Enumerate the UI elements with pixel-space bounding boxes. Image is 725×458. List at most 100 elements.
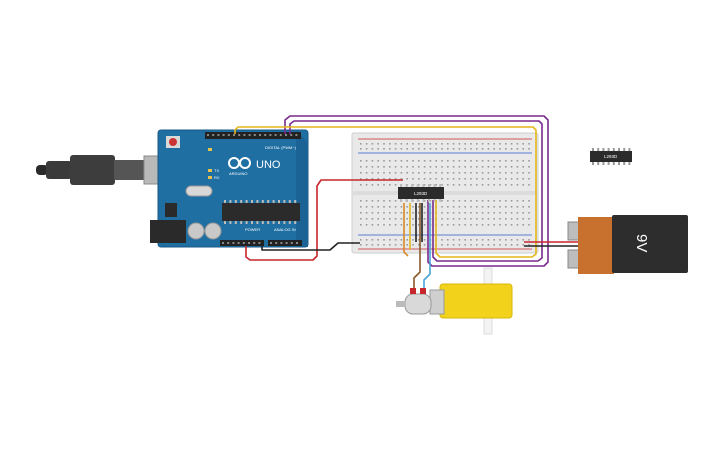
breadboard-hole[interactable]	[516, 200, 519, 202]
breadboard-hole[interactable]	[441, 172, 443, 174]
breadboard-hole[interactable]	[394, 206, 397, 208]
breadboard-hole[interactable]	[528, 178, 530, 180]
breadboard-hole[interactable]	[394, 212, 397, 214]
breadboard-hole[interactable]	[528, 244, 530, 246]
header-pin[interactable]	[232, 242, 235, 244]
breadboard-hole[interactable]	[493, 184, 495, 186]
breadboard-hole[interactable]	[400, 143, 403, 145]
header-pin[interactable]	[280, 242, 283, 244]
breadboard-hole[interactable]	[499, 166, 501, 168]
dc-gear-motor[interactable]	[396, 267, 513, 335]
breadboard-hole[interactable]	[458, 160, 461, 162]
breadboard-hole[interactable]	[505, 178, 507, 180]
breadboard-hole[interactable]	[505, 239, 507, 241]
breadboard-hole[interactable]	[360, 143, 362, 145]
breadboard-hole[interactable]	[493, 239, 495, 241]
breadboard-hole[interactable]	[383, 239, 385, 241]
breadboard-hole[interactable]	[377, 172, 379, 174]
breadboard-hole[interactable]	[528, 184, 530, 186]
breadboard-hole[interactable]	[383, 212, 385, 214]
breadboard-hole[interactable]	[452, 239, 455, 241]
breadboard-hole[interactable]	[481, 212, 484, 214]
header-pin[interactable]	[222, 242, 224, 244]
breadboard-hole[interactable]	[371, 244, 374, 246]
breadboard-hole[interactable]	[481, 172, 484, 174]
breadboard-hole[interactable]	[452, 224, 455, 226]
breadboard-hole[interactable]	[441, 184, 443, 186]
breadboard-hole[interactable]	[516, 143, 519, 145]
breadboard-hole[interactable]	[493, 148, 495, 150]
breadboard-hole[interactable]	[441, 239, 443, 241]
breadboard-hole[interactable]	[383, 224, 385, 226]
breadboard-hole[interactable]	[394, 166, 397, 168]
breadboard-hole[interactable]	[423, 178, 426, 180]
breadboard-hole[interactable]	[412, 224, 414, 226]
breadboard-hole[interactable]	[487, 143, 490, 145]
breadboard-hole[interactable]	[418, 160, 420, 162]
header-pin[interactable]	[295, 134, 298, 136]
breadboard-hole[interactable]	[505, 224, 507, 226]
breadboard-hole[interactable]	[487, 184, 490, 186]
breadboard-hole[interactable]	[441, 206, 443, 208]
breadboard-hole[interactable]	[400, 178, 403, 180]
breadboard-hole[interactable]	[458, 200, 461, 202]
breadboard-hole[interactable]	[493, 166, 495, 168]
header-pin[interactable]	[243, 134, 246, 136]
breadboard-hole[interactable]	[452, 166, 455, 168]
breadboard-hole[interactable]	[406, 166, 408, 168]
breadboard-hole[interactable]	[458, 184, 461, 186]
breadboard-hole[interactable]	[371, 148, 374, 150]
wire-black-gnd[interactable]	[261, 242, 360, 251]
breadboard-hole[interactable]	[464, 224, 466, 226]
breadboard-hole[interactable]	[423, 244, 426, 246]
breadboard-hole[interactable]	[528, 148, 530, 150]
breadboard-hole[interactable]	[389, 172, 391, 174]
breadboard-hole[interactable]	[435, 166, 437, 168]
breadboard-hole[interactable]	[476, 184, 478, 186]
breadboard-hole[interactable]	[487, 178, 490, 180]
breadboard-hole[interactable]	[481, 166, 484, 168]
breadboard-hole[interactable]	[510, 206, 513, 208]
breadboard-hole[interactable]	[441, 148, 443, 150]
breadboard-hole[interactable]	[371, 143, 374, 145]
breadboard-hole[interactable]	[499, 184, 501, 186]
breadboard-hole[interactable]	[487, 166, 490, 168]
breadboard-hole[interactable]	[412, 178, 414, 180]
breadboard-hole[interactable]	[371, 200, 374, 202]
breadboard-hole[interactable]	[505, 172, 507, 174]
breadboard-hole[interactable]	[365, 244, 368, 246]
header-pin[interactable]	[248, 134, 251, 136]
breadboard-hole[interactable]	[452, 200, 455, 202]
breadboard-hole[interactable]	[389, 166, 391, 168]
breadboard-hole[interactable]	[447, 143, 449, 145]
breadboard-hole[interactable]	[406, 160, 408, 162]
breadboard-hole[interactable]	[464, 148, 466, 150]
breadboard-hole[interactable]	[447, 244, 449, 246]
breadboard-hole[interactable]	[418, 206, 420, 208]
breadboard-hole[interactable]	[412, 143, 414, 145]
breadboard-hole[interactable]	[418, 212, 420, 214]
breadboard-hole[interactable]	[464, 160, 466, 162]
breadboard-hole[interactable]	[447, 178, 449, 180]
breadboard-hole[interactable]	[452, 184, 455, 186]
breadboard-hole[interactable]	[371, 212, 374, 214]
breadboard-hole[interactable]	[371, 166, 374, 168]
breadboard-hole[interactable]	[481, 178, 484, 180]
breadboard-hole[interactable]	[394, 244, 397, 246]
breadboard-hole[interactable]	[365, 200, 368, 202]
breadboard-hole[interactable]	[394, 184, 397, 186]
breadboard-hole[interactable]	[406, 212, 408, 214]
breadboard-hole[interactable]	[493, 244, 495, 246]
breadboard-hole[interactable]	[360, 224, 362, 226]
breadboard-hole[interactable]	[377, 218, 379, 220]
arduino-uno-board[interactable]: DIGITAL (PWM~) UNO ARDUINO TX RX POWER A…	[150, 129, 309, 248]
breadboard-hole[interactable]	[389, 178, 391, 180]
breadboard-hole[interactable]	[505, 244, 507, 246]
breadboard-hole[interactable]	[499, 172, 501, 174]
breadboard-hole[interactable]	[383, 143, 385, 145]
breadboard-hole[interactable]	[481, 160, 484, 162]
breadboard-hole[interactable]	[464, 166, 466, 168]
breadboard-hole[interactable]	[394, 148, 397, 150]
breadboard-hole[interactable]	[516, 218, 519, 220]
breadboard-hole[interactable]	[441, 212, 443, 214]
